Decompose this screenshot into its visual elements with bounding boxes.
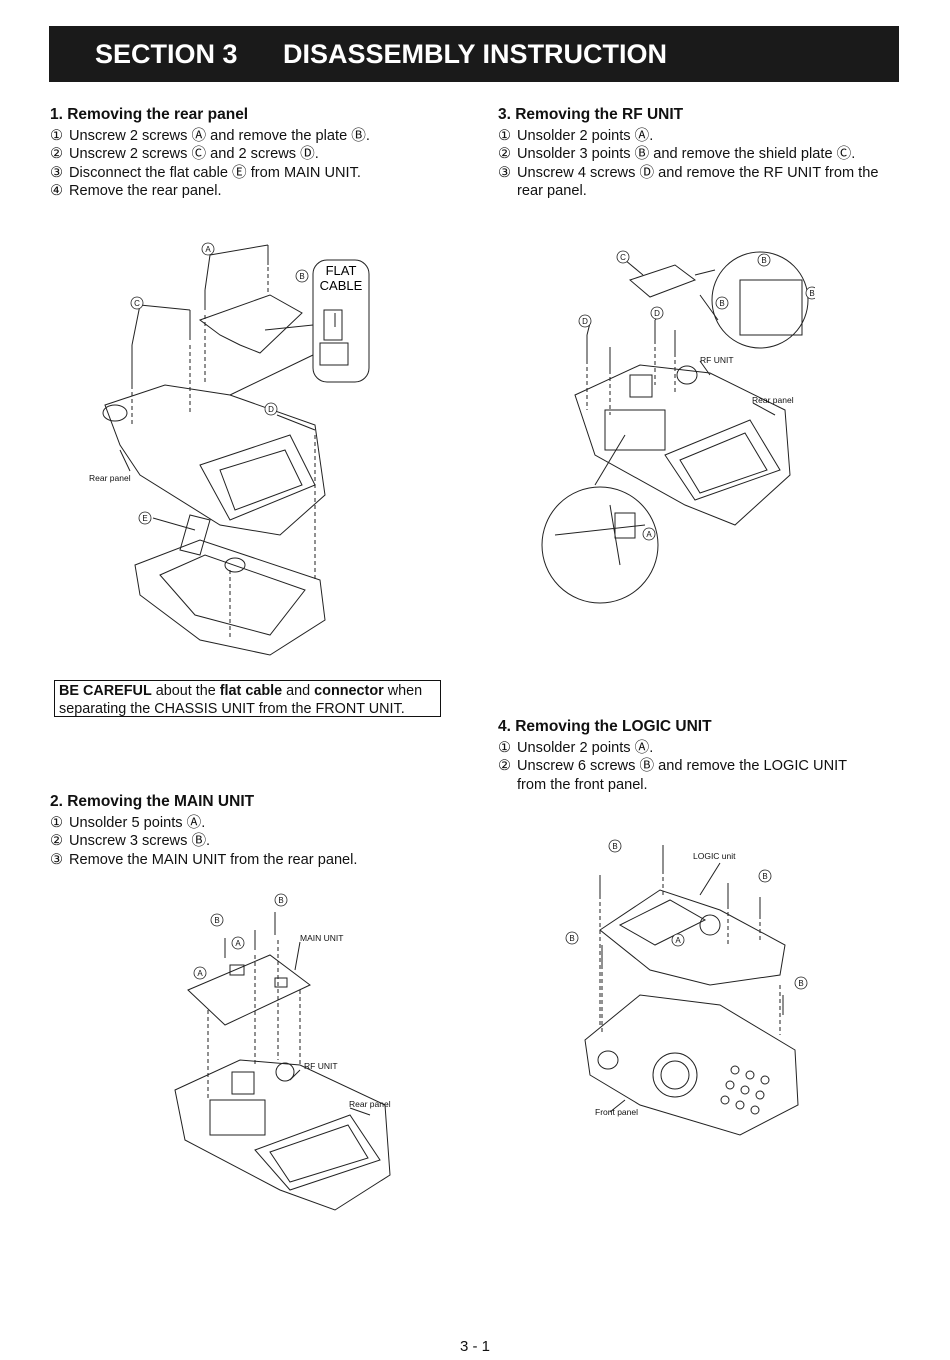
rear-panel-diagram: A B C D E Rear panel FLAT CABLE bbox=[89, 242, 370, 656]
s1-title: 1. Removing the rear panel bbox=[50, 106, 249, 123]
logic-unit-diagram: B B B A B LOGIC unit Front panel bbox=[565, 839, 808, 1136]
fig3-label-b2: B bbox=[719, 299, 724, 308]
fig2-label-b1: B bbox=[214, 916, 219, 925]
fig2-rf-unit-label: RF UNIT bbox=[304, 1061, 338, 1071]
s4-title: 4. Removing the LOGIC UNIT bbox=[498, 718, 712, 735]
fig4-label-b4: B bbox=[798, 979, 803, 988]
s4-step-2-cont: from the front panel. bbox=[517, 776, 648, 793]
figure-rf-unit: C D D B B B A RF UNIT Rear panel bbox=[535, 235, 819, 605]
fig2-label-a1: A bbox=[235, 939, 241, 948]
figure-main-unit: B B A A MAIN UNIT RF UNIT Rear panel bbox=[160, 890, 400, 1220]
fig1-label-e: E bbox=[142, 514, 147, 523]
caution-line-2: separating the CHASSIS UNIT from the FRO… bbox=[59, 701, 405, 717]
section-number: SECTION 3 bbox=[95, 38, 238, 69]
caution-box: BE CAREFUL about the flat cable and conn… bbox=[54, 680, 441, 717]
fig2-rear-panel-label: Rear panel bbox=[349, 1099, 391, 1109]
s3-title: 3. Removing the RF UNIT bbox=[498, 106, 684, 123]
caution-line-1: BE CAREFUL about the flat cable and conn… bbox=[59, 683, 423, 699]
fig3-label-b3: B bbox=[809, 289, 814, 298]
fig4-logic-unit-label: LOGIC unit bbox=[693, 851, 736, 861]
fig1-flat-label: FLAT bbox=[326, 263, 357, 278]
fig3-label-c: C bbox=[620, 253, 626, 262]
fig3-label-b1: B bbox=[761, 256, 766, 265]
fig4-front-panel-label: Front panel bbox=[595, 1107, 638, 1117]
fig4-label-b3: B bbox=[569, 934, 574, 943]
figure-logic-unit: B B B A B LOGIC unit Front panel bbox=[560, 835, 820, 1165]
plate-b-shape bbox=[198, 294, 303, 354]
fig1-cable-label: CABLE bbox=[320, 278, 363, 293]
fig1-label-c: C bbox=[134, 299, 140, 308]
keypad-dots bbox=[720, 1065, 770, 1115]
fig1-label-a: A bbox=[205, 245, 211, 254]
fig4-label-b1: B bbox=[612, 842, 617, 851]
fig1-rear-panel-label: Rear panel bbox=[89, 473, 131, 483]
rf-unit-diagram: C D D B B B A RF UNIT Rear panel bbox=[541, 250, 819, 604]
fig2-label-a2: A bbox=[197, 969, 203, 978]
fig2-label-b2: B bbox=[278, 896, 283, 905]
section-title: DISASSEMBLY INSTRUCTION bbox=[283, 38, 668, 69]
fig4-label-b2: B bbox=[762, 872, 767, 881]
fig1-label-b: B bbox=[299, 272, 304, 281]
figure-rear-panel: A B C D E Rear panel FLAT CABLE bbox=[80, 235, 380, 675]
s3-step-3-cont: rear panel. bbox=[517, 183, 587, 199]
main-unit-diagram: B B A A MAIN UNIT RF UNIT Rear panel bbox=[174, 893, 391, 1211]
fig3-rf-unit-label: RF UNIT bbox=[700, 355, 734, 365]
fig3-label-a: A bbox=[646, 530, 652, 539]
fig1-label-d: D bbox=[268, 405, 274, 414]
fig3-label-d2: D bbox=[654, 309, 660, 318]
fig2-main-unit-label: MAIN UNIT bbox=[300, 933, 343, 943]
page-number: 3 - 1 bbox=[459, 1338, 490, 1355]
fig3-label-d1: D bbox=[582, 317, 588, 326]
fig3-rear-panel-label: Rear panel bbox=[752, 395, 794, 405]
fig4-label-a: A bbox=[675, 936, 681, 945]
s2-title: 2. Removing the MAIN UNIT bbox=[50, 793, 255, 810]
section-header: SECTION 3 DISASSEMBLY INSTRUCTION bbox=[49, 26, 899, 82]
